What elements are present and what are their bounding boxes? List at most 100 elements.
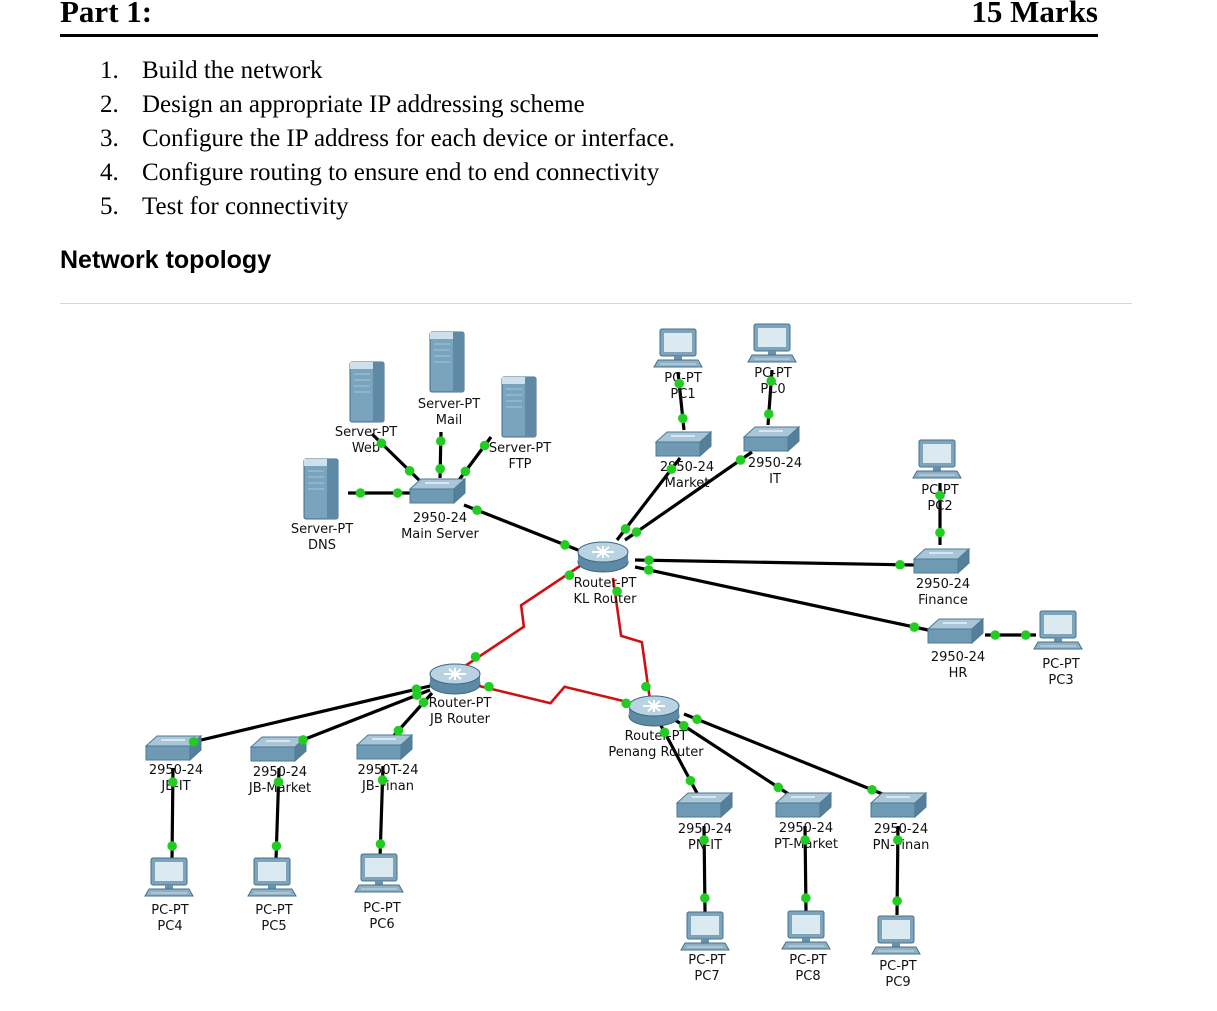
- task-item: 2. Design an appropriate IP addressing sc…: [100, 88, 675, 122]
- port-status-dot: [674, 378, 684, 389]
- switch-icon[interactable]: [408, 477, 467, 505]
- server-label: Web: [352, 441, 380, 456]
- switch-icon[interactable]: [869, 791, 928, 819]
- port-status-dot: [472, 505, 482, 515]
- switch-label: 2950-24: [931, 650, 985, 665]
- pc-icon[interactable]: [354, 853, 404, 893]
- task-number: 3.: [100, 125, 119, 152]
- switch-icon[interactable]: [675, 791, 734, 819]
- task-text: Configure the IP address for each device…: [142, 125, 675, 152]
- port-status-dot: [773, 782, 784, 793]
- port-status-dot: [412, 690, 422, 700]
- page-header: Part 1: 15 Marks: [60, 0, 1098, 37]
- switch-label: 2950-24: [413, 511, 467, 526]
- part-title: Part 1:: [60, 0, 153, 29]
- pc-icon[interactable]: [912, 439, 962, 479]
- pc-icon[interactable]: [1033, 610, 1083, 650]
- port-status-dot: [685, 775, 696, 786]
- port-status-dot: [188, 736, 199, 747]
- port-status-dot: [393, 725, 404, 736]
- switch-label: Market: [665, 476, 710, 491]
- switch-icon[interactable]: [355, 733, 414, 761]
- ethernet-link-sw_hr-r_kl: [634, 565, 929, 632]
- switch-label: JB-IT: [160, 779, 190, 794]
- router-icon[interactable]: [577, 541, 629, 573]
- router-label: Penang Router: [608, 745, 704, 760]
- switch-icon[interactable]: [742, 425, 801, 453]
- pc-label: PC5: [261, 919, 286, 934]
- pc-label: PC6: [369, 917, 394, 932]
- task-text: Test for connectivity: [142, 193, 349, 220]
- switch-icon[interactable]: [926, 617, 985, 645]
- server-icon[interactable]: [429, 331, 465, 393]
- port-status-dot: [479, 440, 490, 451]
- pc-label: PC-PT: [921, 483, 958, 498]
- pc-icon[interactable]: [144, 857, 194, 897]
- port-status-dot: [375, 839, 386, 849]
- switch-label: 2950-24: [149, 763, 203, 778]
- port-status-dot: [564, 570, 575, 580]
- pc-icon[interactable]: [747, 323, 797, 363]
- pc-icon[interactable]: [247, 857, 297, 897]
- port-status-dot: [700, 893, 710, 903]
- pc-icon[interactable]: [781, 910, 831, 950]
- switch-icon[interactable]: [249, 735, 308, 763]
- pc-label: PC-PT: [363, 901, 400, 916]
- pc-label: PC1: [670, 387, 695, 402]
- port-status-dot: [678, 413, 688, 424]
- switch-label: IT: [769, 472, 781, 487]
- router-label: Router-PT: [625, 729, 688, 744]
- port-status-dot: [659, 727, 670, 738]
- server-label: Server-PT: [418, 397, 480, 412]
- pc-label: PC-PT: [688, 953, 725, 968]
- switch-label: 2950-24: [253, 765, 307, 780]
- switch-icon[interactable]: [654, 430, 713, 458]
- router-icon[interactable]: [429, 663, 481, 695]
- server-icon[interactable]: [349, 361, 385, 423]
- switch-icon[interactable]: [774, 791, 833, 819]
- pc-label: PC-PT: [255, 903, 292, 918]
- port-status-dot: [376, 438, 387, 449]
- pc-icon[interactable]: [871, 915, 921, 955]
- task-list: 1.Build the network 2. Design an appropri…: [100, 54, 675, 224]
- router-icon[interactable]: [628, 695, 680, 727]
- pc-label: PC4: [157, 919, 182, 934]
- server-icon[interactable]: [501, 376, 537, 438]
- server-icon[interactable]: [303, 458, 339, 520]
- port-status-dot: [470, 652, 481, 662]
- port-status-dot: [990, 630, 1000, 640]
- port-status-dot: [892, 896, 902, 906]
- pc-label: PC0: [760, 382, 785, 397]
- task-number: 4.: [100, 159, 119, 186]
- task-item: 1.Build the network: [100, 54, 675, 88]
- devices-layer: Server-PTWebServer-PTMailServer-PTFTPSer…: [144, 323, 1083, 990]
- ethernet-link-sw_main-r_kl: [463, 503, 579, 552]
- port-status-dot: [678, 720, 689, 731]
- task-text: Design an appropriate IP addressing sche…: [142, 91, 585, 118]
- task-number: 2.: [100, 91, 119, 118]
- pc-icon[interactable]: [653, 328, 703, 368]
- port-status-dot: [404, 466, 415, 476]
- ethernet-link-r_pn-sw_pnfn: [683, 712, 886, 797]
- pc-label: PC3: [1048, 673, 1073, 688]
- pc-label: PC8: [795, 969, 820, 984]
- port-status-dot: [560, 540, 570, 550]
- router-label: Router-PT: [429, 696, 492, 711]
- port-status-dot: [692, 714, 702, 725]
- port-status-dot: [612, 586, 622, 597]
- section-title: Network topology: [60, 246, 272, 274]
- port-status-dot: [1021, 630, 1031, 640]
- port-status-dot: [643, 565, 654, 575]
- pc-icon[interactable]: [680, 911, 730, 951]
- switch-icon[interactable]: [912, 547, 971, 575]
- port-status-dot: [436, 436, 446, 447]
- port-status-dot: [620, 524, 631, 534]
- port-status-dot: [418, 697, 429, 708]
- serial-link-r_kl-r_jb: [464, 564, 581, 668]
- serial-link-r_jb-r_pn: [474, 683, 641, 707]
- ethernet-link-sw_it-r_kl: [624, 450, 753, 542]
- switch-label: 2950-24: [779, 821, 833, 836]
- router-label: JB Router: [429, 712, 491, 727]
- port-status-dot: [893, 835, 903, 845]
- switch-icon[interactable]: [144, 734, 203, 762]
